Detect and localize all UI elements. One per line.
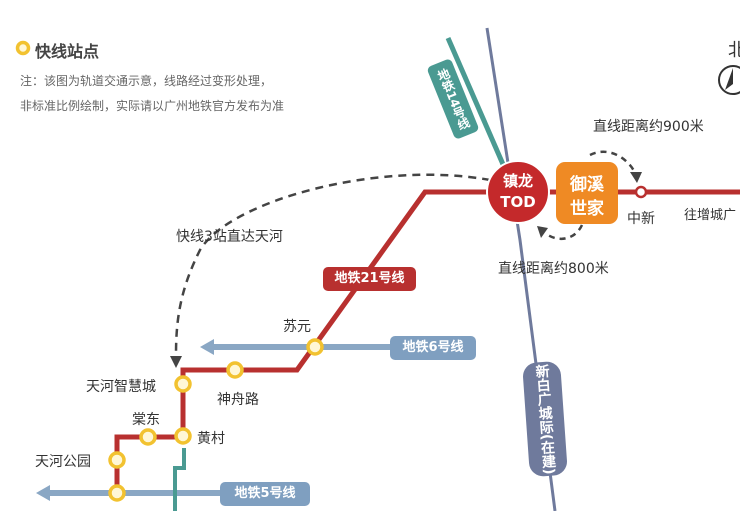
dist900-arrow-icon — [630, 172, 642, 183]
hub-zhenlong-tod[interactable] — [486, 160, 550, 224]
legend-note-2: 非标准比例绘制，实际请以广州地铁官方发布为准 — [20, 99, 285, 113]
teal-track — [173, 448, 186, 511]
station-label-huangcun: 黄村 — [197, 431, 225, 447]
station-label-tianhe-zhihuicheng: 天河智慧城 — [86, 379, 156, 395]
legend-station-icon — [15, 40, 31, 56]
express-dashed-arc — [174, 173, 491, 356]
station-suyuan[interactable] — [306, 338, 324, 356]
dist900-label: 直线距离约900米 — [593, 119, 704, 135]
dist800-arrow-icon — [537, 226, 548, 238]
north-arrow-icon — [718, 65, 740, 95]
station-tianhe-gongyuan[interactable] — [108, 451, 126, 469]
express-arrow-icon — [170, 356, 182, 368]
line21-label[interactable]: 地铁21号线 — [323, 267, 416, 291]
to-zengcheng-label: 往增城广 — [684, 208, 737, 223]
station-zhongxin[interactable] — [634, 185, 648, 199]
hub-label-1: 镇龙 — [502, 172, 533, 190]
legend-note-1: 注：该图为轨道交通示意，线路经过变形处理， — [20, 74, 273, 88]
station-shenzhoulu[interactable] — [226, 361, 244, 379]
project-label-2: 世家 — [570, 199, 604, 219]
line14-track — [445, 37, 515, 186]
line21-track — [114, 189, 740, 500]
line6-arrow — [200, 339, 214, 355]
station-label-suyuan: 苏元 — [283, 319, 311, 335]
station-huangcun[interactable] — [174, 427, 192, 445]
station-label-zhongxin: 中新 — [627, 211, 655, 227]
dist800-label: 直线距离约800米 — [498, 261, 609, 277]
north-arrow-pointer — [725, 68, 733, 90]
station-tianhe-zhihuicheng[interactable] — [174, 375, 192, 393]
dist800-dashed-arc — [544, 224, 584, 241]
station-label-tianhe-gongyuan: 天河公园 — [35, 454, 91, 470]
north-label: 北 — [728, 40, 740, 61]
line6-label[interactable]: 地铁6号线 — [390, 336, 476, 360]
line5-arrow — [36, 485, 50, 501]
station-label-tangdong: 棠东 — [132, 412, 160, 428]
project-yuxi-shijia[interactable] — [556, 162, 618, 224]
xinbai-label[interactable]: 新白广城际(在建) — [522, 360, 568, 478]
legend-label: 快线站点 — [35, 42, 100, 61]
project-label-1: 御溪 — [570, 175, 604, 195]
line5-label[interactable]: 地铁5号线 — [220, 482, 310, 506]
station-label-shenzhoulu: 神舟路 — [217, 392, 259, 408]
station-bottom[interactable] — [108, 484, 126, 502]
express-label: 快线3站直达天河 — [176, 229, 283, 245]
dist900-dashed-arc — [589, 150, 638, 176]
station-tangdong[interactable] — [139, 428, 157, 446]
hub-label-2: TOD — [500, 193, 536, 211]
